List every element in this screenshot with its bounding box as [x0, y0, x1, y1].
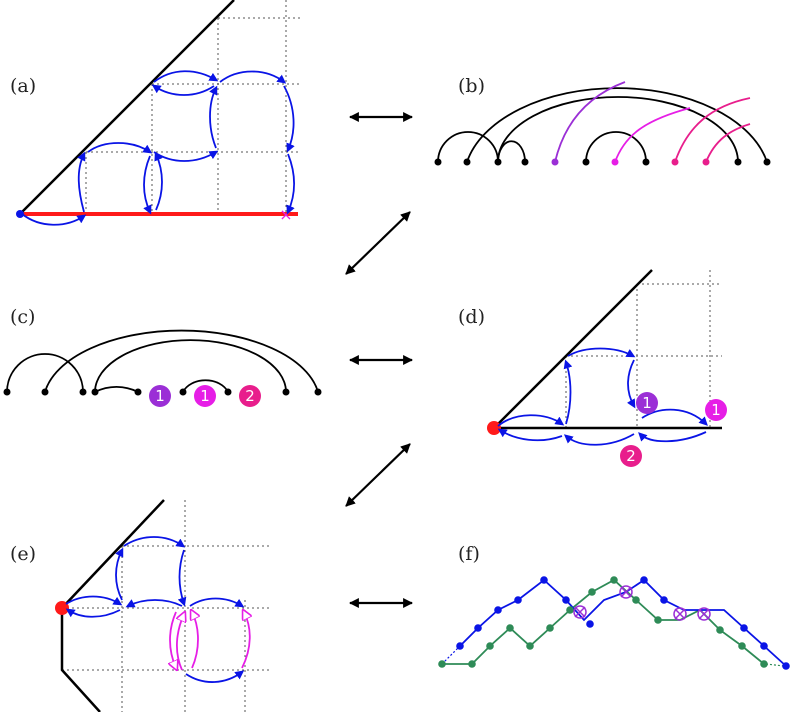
pink-open-arc-b3 — [705, 123, 751, 163]
panel-b: (b) — [434, 75, 771, 166]
svg-text:1: 1 — [711, 401, 721, 419]
panel-label-e: (e) — [10, 543, 36, 565]
panel-label-d: (d) — [458, 306, 485, 328]
blue-arrows-e — [65, 536, 245, 683]
marker-1-purple-c: 1 — [149, 385, 171, 407]
f-left-stub — [441, 645, 461, 665]
marker-1-purple-d: 1 — [636, 392, 658, 414]
panel-label-c: (c) — [10, 306, 35, 328]
diagonal-boundary-e — [61, 499, 165, 609]
marker-2-pink-d: 2 — [620, 445, 642, 467]
grid-e — [62, 500, 270, 712]
start-dot-a — [16, 210, 24, 218]
panel-e: (e) — [10, 499, 270, 712]
marker-2-pink-c: 2 — [239, 385, 261, 407]
diagonal-boundary-d — [493, 269, 653, 429]
panel-d: (d) 1 1 2 — [458, 269, 727, 467]
end-cross-a: × — [279, 205, 292, 224]
diagonal-boundary-a — [19, 0, 235, 215]
panel-label-b: (b) — [458, 75, 485, 97]
panel-c: (c) 1 1 2 — [3, 306, 322, 407]
blue-lattice-path — [459, 578, 787, 667]
black-arcs-b — [437, 87, 768, 163]
crossing-marker-4 — [697, 607, 711, 621]
panel-label-a: (a) — [10, 75, 36, 97]
connector-arrows — [345, 112, 413, 608]
panel-a: (a) × — [10, 0, 300, 226]
arrow-b-c — [345, 211, 411, 275]
svg-text:2: 2 — [245, 387, 255, 405]
blue-arrows-a — [21, 70, 295, 226]
panel-label-f: (f) — [458, 543, 480, 565]
blue-arrows-d — [497, 347, 708, 446]
black-arcs-c — [6, 329, 319, 393]
svg-text:1: 1 — [155, 387, 165, 405]
green-nodes — [438, 576, 768, 668]
crossing-marker-1 — [573, 605, 587, 619]
purple-open-arc-b — [554, 81, 626, 163]
dots-c — [3, 388, 322, 396]
magenta-open-arc-b1 — [614, 107, 691, 163]
svg-text:2: 2 — [626, 447, 636, 465]
dots-b — [434, 158, 771, 166]
green-lattice-path — [442, 578, 765, 665]
svg-text:1: 1 — [642, 394, 652, 412]
start-dot-e — [55, 601, 69, 615]
marker-1-magenta-d: 1 — [705, 399, 727, 421]
f-right-stub — [765, 663, 785, 667]
crossing-marker-2 — [619, 585, 633, 599]
blue-nodes — [456, 576, 790, 670]
bent-boundary-e — [60, 608, 101, 712]
crossing-markers — [573, 585, 711, 621]
pink-open-arc-b2 — [674, 97, 751, 163]
start-dot-d — [487, 421, 501, 435]
marker-1-magenta-c: 1 — [194, 385, 216, 407]
grid-a — [85, 0, 300, 214]
svg-text:1: 1 — [200, 387, 210, 405]
panel-f: (f) — [438, 543, 790, 670]
arrow-d-e — [345, 443, 411, 507]
magenta-arrows-e — [170, 612, 250, 670]
crossing-marker-3 — [673, 607, 687, 621]
